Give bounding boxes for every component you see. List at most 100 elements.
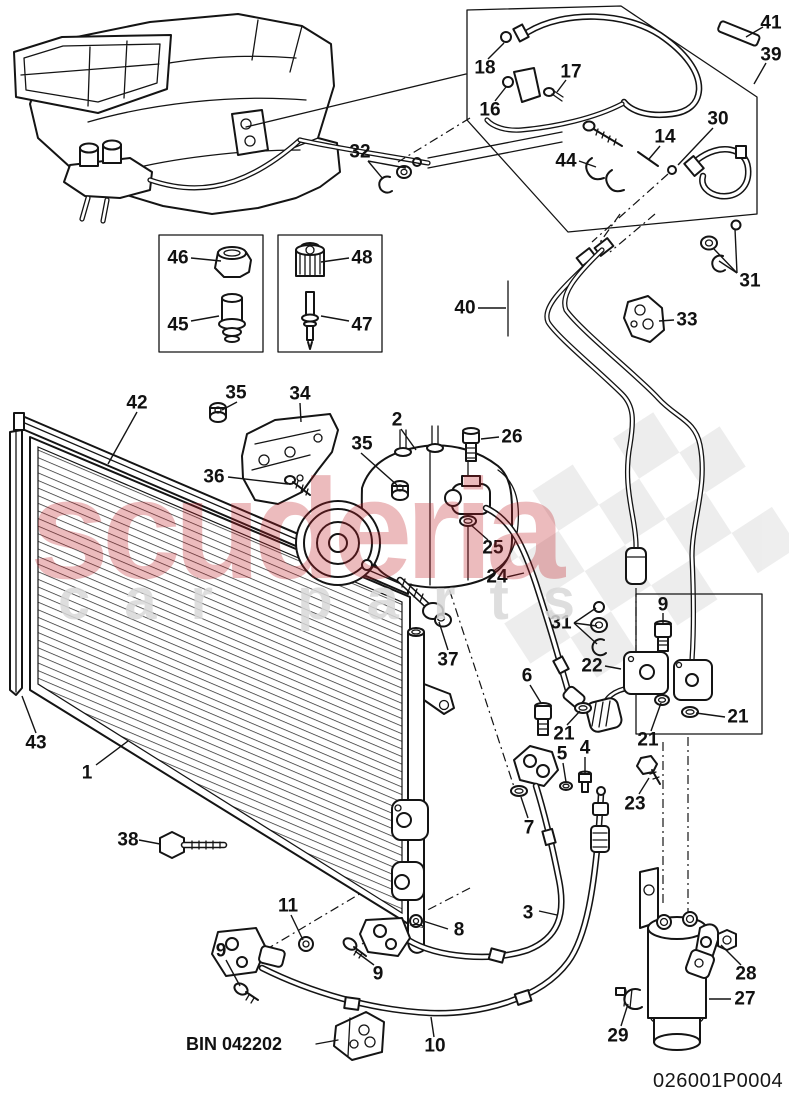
condenser-right-tube	[391, 627, 455, 954]
callout-44: 44	[555, 150, 577, 172]
callout-4: 4	[579, 737, 591, 759]
callout-26: 26	[501, 426, 523, 448]
valve-kit-box-a	[158, 234, 264, 353]
flange-fitting-top	[513, 745, 559, 787]
callout-2: 2	[391, 409, 403, 431]
callout-10: 10	[424, 1035, 446, 1057]
o-ring-30	[667, 165, 677, 175]
callout-30: 30	[707, 108, 729, 130]
callout-9: 9	[657, 594, 669, 616]
callout-36: 36	[203, 466, 225, 488]
hose-10	[211, 786, 610, 1017]
callout-11: 11	[277, 895, 299, 917]
banjo-fitting	[444, 475, 491, 515]
cap-46	[214, 246, 252, 278]
mount-ear	[361, 559, 373, 571]
hose-24	[482, 504, 586, 709]
bracket-33	[623, 295, 665, 343]
callout-41: 41	[760, 12, 782, 34]
side-seal-strip-43	[9, 429, 23, 696]
callout-27: 27	[734, 988, 756, 1010]
bin-wedge-block	[333, 1011, 385, 1061]
callout-43: 43	[25, 732, 47, 754]
callout-35: 35	[225, 382, 247, 404]
callout-28: 28	[735, 963, 757, 985]
callout-3: 3	[522, 902, 534, 924]
callout-31: 31	[550, 612, 572, 634]
callout-16: 16	[479, 99, 501, 121]
protective-cap	[625, 547, 647, 585]
tube-41	[717, 20, 761, 47]
heater-valve-assembly	[63, 137, 303, 224]
callout-8: 8	[453, 919, 465, 941]
callout-37: 37	[437, 649, 459, 671]
washer-21-right	[681, 706, 699, 718]
bolt-23	[636, 755, 661, 785]
nut-35-right	[391, 480, 409, 501]
right-pipe-block	[673, 659, 713, 701]
hose-3	[359, 782, 565, 964]
callout-14: 14	[654, 126, 676, 148]
valve-kit-box-b	[277, 234, 383, 353]
washer-5	[559, 781, 573, 791]
callout-34: 34	[289, 383, 311, 405]
s-shaped-hose	[683, 145, 752, 200]
clamp-29	[615, 987, 643, 1011]
z-pipe-22	[585, 651, 669, 733]
callout-38: 38	[117, 829, 139, 851]
cabin-air-filter	[13, 34, 172, 114]
bolt-38	[159, 831, 228, 859]
callout-40: 40	[454, 297, 476, 319]
callout-6: 6	[521, 665, 533, 687]
pipe-bracket	[513, 67, 541, 103]
washer-21-mid	[654, 694, 670, 706]
lower-pipe-with-bracket	[484, 67, 625, 133]
callout-21: 21	[727, 706, 749, 728]
service-valve-end	[590, 786, 610, 853]
callout-42: 42	[126, 392, 148, 414]
callout-23: 23	[624, 793, 646, 815]
long-bolt	[582, 120, 623, 147]
callout-9: 9	[215, 940, 227, 962]
callout-46: 46	[167, 247, 189, 269]
o-ring-11	[298, 936, 314, 952]
washer-7	[510, 785, 528, 797]
grommet	[585, 697, 623, 733]
o-ring-8	[409, 914, 423, 928]
compressor-pulley	[295, 500, 381, 586]
bolt-9-left	[233, 982, 259, 1004]
pin-14	[637, 151, 659, 167]
hose-clips-44	[585, 157, 625, 193]
callout-35: 35	[351, 433, 373, 455]
valve-45	[218, 293, 246, 343]
nut-28	[717, 929, 737, 951]
nut-35-left	[209, 402, 227, 423]
bolt-6	[534, 702, 552, 736]
callout-17: 17	[560, 61, 582, 83]
bolt-9-top	[654, 620, 672, 652]
drawing-number: 026001P0004	[653, 1070, 784, 1092]
callout-29: 29	[607, 1025, 629, 1047]
receiver-drier	[615, 867, 737, 1051]
tube-port-upper	[391, 799, 429, 841]
retainer-set-31-top	[700, 219, 742, 273]
callout-24: 24	[486, 566, 508, 588]
callout-9: 9	[372, 963, 384, 985]
u-shaped-hose	[500, 13, 703, 119]
callout-31: 31	[739, 270, 761, 292]
callout-7: 7	[523, 817, 535, 839]
hvac-heater-unit	[13, 13, 563, 224]
callout-18: 18	[474, 57, 496, 79]
bolt-17	[543, 87, 564, 102]
callout-21: 21	[637, 729, 659, 751]
washer-25	[459, 515, 477, 527]
hose-kit-box	[466, 5, 761, 233]
callout-33: 33	[676, 309, 698, 331]
callout-25: 25	[482, 537, 504, 559]
cap-48	[295, 242, 325, 277]
o-ring-18	[500, 31, 512, 43]
drier-elbow-fitting	[685, 923, 720, 979]
banjo-bolt-26	[462, 427, 480, 462]
